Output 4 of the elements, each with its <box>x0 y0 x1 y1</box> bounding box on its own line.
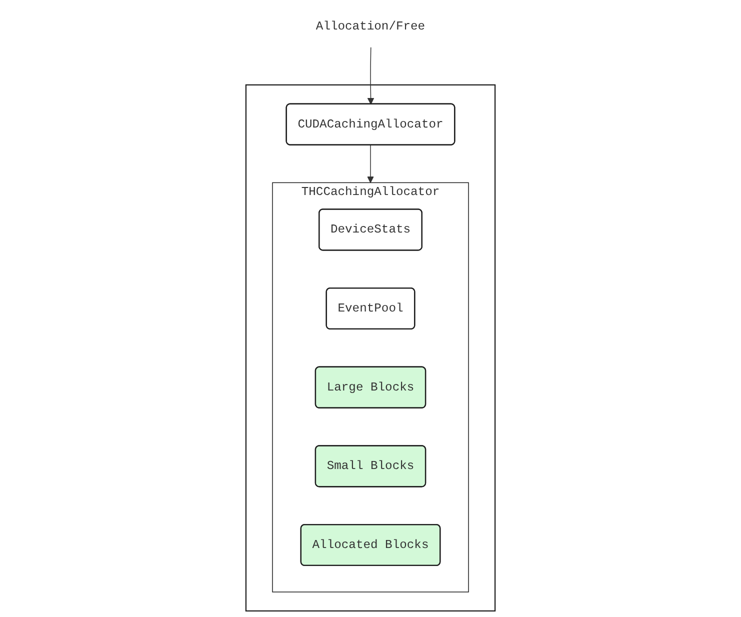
cluster <box>245 84 496 612</box>
arrow <box>367 47 374 105</box>
node-text: Allocation/Free <box>316 20 426 34</box>
arrow <box>367 144 374 183</box>
